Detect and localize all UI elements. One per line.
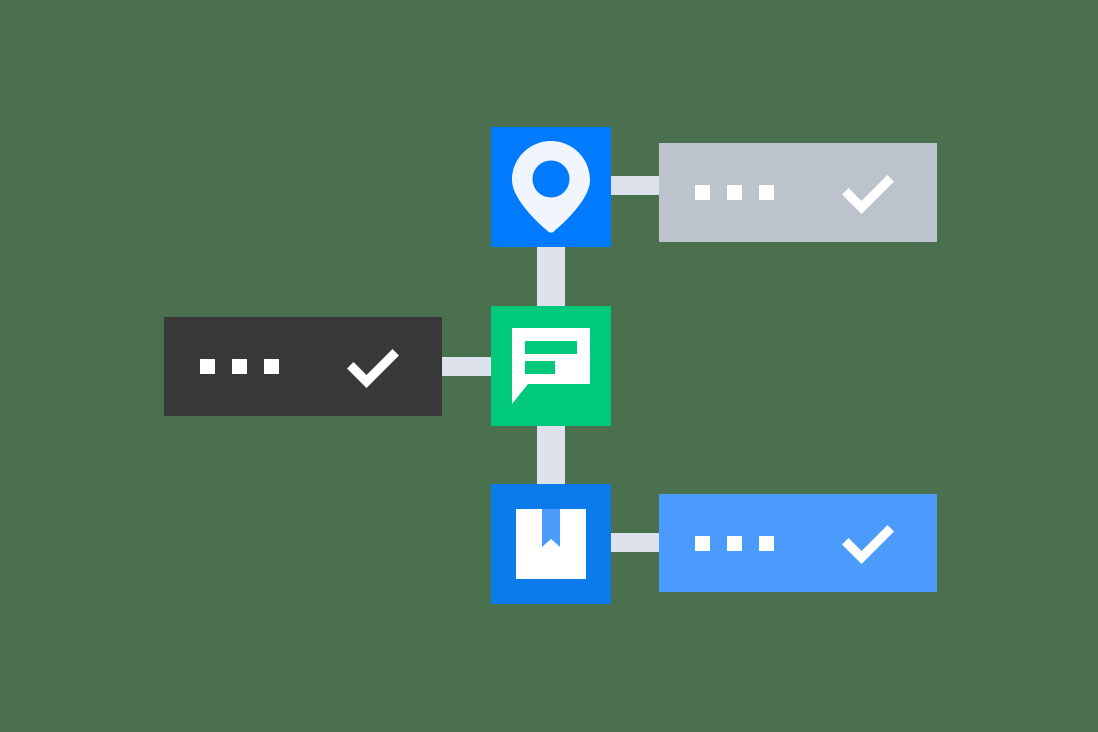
connector-location-to-message	[537, 240, 565, 312]
node-tile-book[interactable]	[491, 484, 611, 604]
dots-group-blue	[695, 535, 774, 551]
dots-group-gray	[695, 185, 774, 200]
connector-dark-pill-to-message	[433, 357, 497, 376]
dot	[727, 535, 742, 551]
dot	[200, 359, 215, 374]
pill-blue[interactable]	[659, 494, 937, 592]
node-tile-location[interactable]	[491, 127, 611, 247]
connector-message-to-book	[537, 420, 565, 494]
chat-bubble-icon	[512, 328, 590, 404]
check-icon-dark	[344, 344, 402, 390]
connector-location-to-gray-pill	[605, 176, 665, 195]
check-icon-gray	[839, 170, 897, 216]
dots-group-dark	[200, 359, 279, 374]
dot	[759, 185, 774, 200]
pill-gray[interactable]	[659, 143, 937, 242]
location-pin-icon	[512, 141, 590, 233]
dot	[727, 185, 742, 200]
pill-dark[interactable]	[164, 317, 442, 416]
bookmark-book-icon	[516, 509, 586, 579]
node-tile-message[interactable]	[491, 306, 611, 426]
dot	[695, 185, 710, 200]
connector-book-to-blue-pill	[605, 533, 665, 552]
check-icon-blue	[839, 520, 897, 566]
dot	[695, 535, 710, 551]
dot	[232, 359, 247, 374]
dot	[759, 535, 774, 551]
dot	[264, 359, 279, 374]
